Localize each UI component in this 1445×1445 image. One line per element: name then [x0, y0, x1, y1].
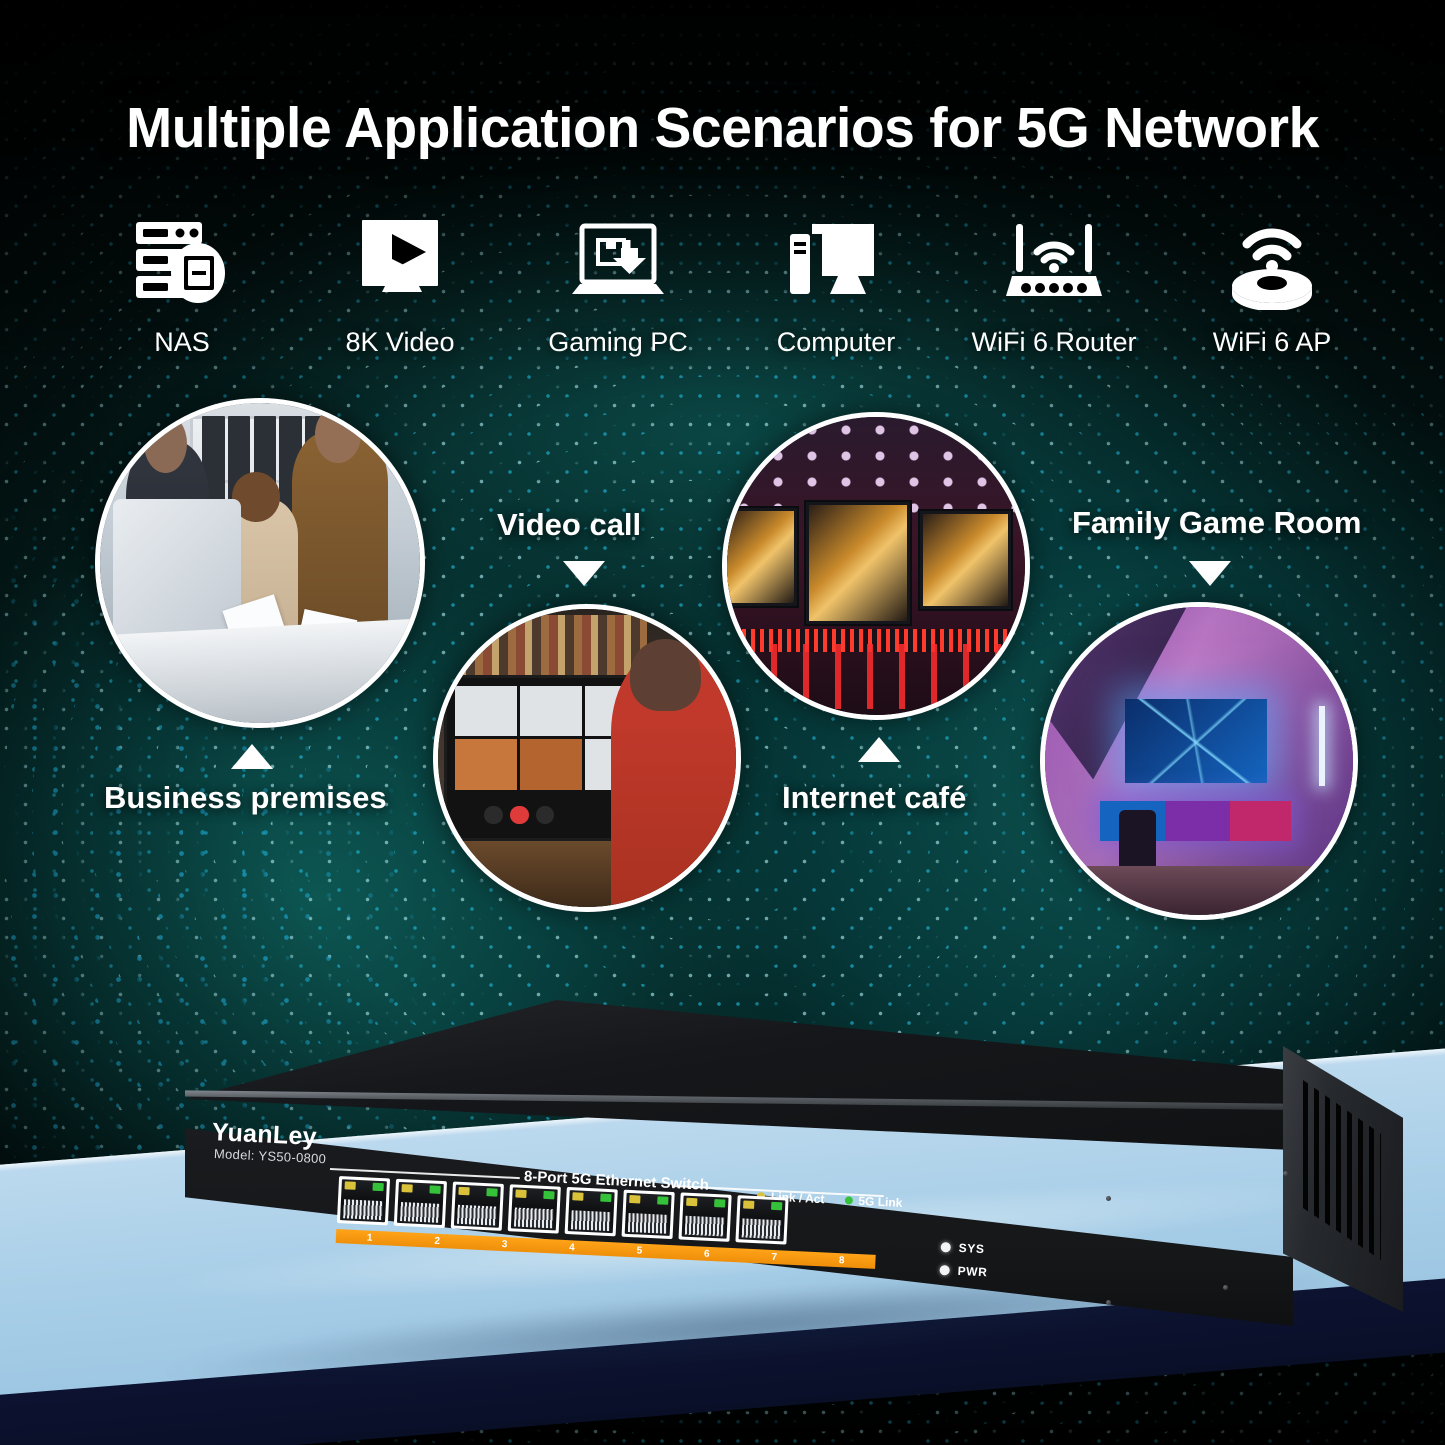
- device-label: Gaming PC: [548, 327, 688, 357]
- pointer-triangle-game-room: [1189, 561, 1231, 586]
- device-item-nas: NAS: [82, 214, 282, 358]
- port-led-green: [372, 1182, 384, 1192]
- access-point-icon: [1222, 214, 1322, 314]
- chassis-screw: [1283, 1171, 1288, 1176]
- pointer-triangle-business: [231, 744, 273, 769]
- port-led-green: [600, 1193, 612, 1203]
- port-led-yellow: [401, 1184, 413, 1193]
- port-number: 7: [771, 1251, 778, 1263]
- port-led-green: [543, 1190, 555, 1200]
- desktop-tower-icon: [786, 214, 886, 314]
- device-label: NAS: [154, 327, 210, 357]
- port-number: 8: [838, 1254, 845, 1266]
- legend-item-5g-link: 5G Link: [844, 1193, 903, 1210]
- status-led-label: PWR: [957, 1263, 988, 1280]
- legend-label: 5G Link: [858, 1193, 903, 1210]
- scenario-label-family-game-room: Family Game Room: [1072, 505, 1362, 540]
- device-label: Computer: [776, 327, 896, 357]
- chassis-screw: [1106, 1300, 1111, 1305]
- device-item-gaming-pc: Gaming PC: [518, 214, 718, 358]
- router-icon: [1004, 214, 1104, 314]
- port-led-green: [429, 1185, 441, 1194]
- laptop-download-icon: [568, 214, 668, 314]
- ethernet-switch-device: [185, 1000, 1403, 1330]
- device-item-8k-video: 8K Video: [300, 214, 500, 358]
- device-label: WiFi 6 Router: [971, 327, 1137, 357]
- status-led-group: SYS PWR: [939, 1240, 989, 1288]
- scenario-photo-business-premises: [95, 398, 425, 728]
- port-number: 4: [568, 1241, 576, 1253]
- sys-led-icon: [940, 1242, 951, 1253]
- port-number: 2: [434, 1235, 441, 1247]
- port-led-yellow: [743, 1200, 755, 1209]
- pointer-triangle-video-call: [563, 561, 605, 586]
- scenario-photo-internet-cafe: [722, 412, 1030, 720]
- device-label: WiFi 6 AP: [1212, 327, 1332, 357]
- port-led-green: [714, 1199, 726, 1208]
- scenario-photo-game-room: [1040, 602, 1358, 920]
- rj45-port[interactable]: [336, 1176, 391, 1226]
- status-led-label: SYS: [958, 1240, 985, 1257]
- pointer-triangle-internet-cafe: [858, 737, 900, 762]
- port-led-yellow: [686, 1197, 698, 1207]
- scenario-label-internet-cafe: Internet café: [782, 780, 967, 815]
- pwr-led-icon: [939, 1264, 950, 1276]
- device-icon-row: NAS 8K Video: [82, 198, 1372, 358]
- scenario-photo-video-call: [433, 604, 741, 912]
- video-monitor-icon: [352, 214, 448, 314]
- device-item-wifi6-ap: WiFi 6 AP: [1172, 214, 1372, 358]
- port-led-yellow: [572, 1192, 584, 1201]
- scenario-label-business-premises: Business premises: [104, 780, 387, 815]
- office-meeting-photo: [100, 403, 420, 723]
- rj45-port[interactable]: [393, 1178, 448, 1229]
- chassis-screw: [1223, 1285, 1228, 1290]
- device-item-wifi6-router: WiFi 6 Router: [954, 214, 1154, 358]
- port-led-green: [486, 1188, 498, 1197]
- port-number: 5: [636, 1244, 643, 1257]
- switch-top-surface: [185, 1000, 1293, 1150]
- internet-cafe-photo: [727, 417, 1025, 715]
- port-led-yellow: [629, 1194, 641, 1204]
- rj45-port[interactable]: [621, 1189, 675, 1240]
- rj45-port[interactable]: [450, 1181, 504, 1231]
- nas-icon: [134, 214, 230, 314]
- rj45-port[interactable]: [678, 1192, 732, 1242]
- device-label: 8K Video: [345, 327, 455, 357]
- device-item-computer: Computer: [736, 214, 936, 358]
- 5g-link-led-icon: [844, 1196, 853, 1205]
- rj45-port[interactable]: [735, 1195, 789, 1245]
- port-led-yellow: [458, 1186, 470, 1196]
- scenario-label-video-call: Video call: [497, 507, 642, 542]
- port-led-yellow: [344, 1181, 356, 1190]
- status-led-pwr: PWR: [939, 1263, 988, 1280]
- port-number: 1: [366, 1231, 373, 1244]
- video-call-photo: [438, 609, 736, 907]
- rj45-port[interactable]: [507, 1184, 561, 1234]
- port-led-green: [771, 1201, 783, 1211]
- page-title: Multiple Application Scenarios for 5G Ne…: [126, 96, 1319, 160]
- chassis-screw: [1106, 1196, 1111, 1201]
- game-room-photo: [1045, 607, 1353, 915]
- port-number: 3: [501, 1238, 508, 1250]
- port-number: 6: [703, 1248, 710, 1260]
- port-led-yellow: [515, 1189, 527, 1199]
- status-led-sys: SYS: [940, 1240, 988, 1256]
- port-led-green: [657, 1196, 669, 1205]
- rj45-port[interactable]: [564, 1186, 618, 1237]
